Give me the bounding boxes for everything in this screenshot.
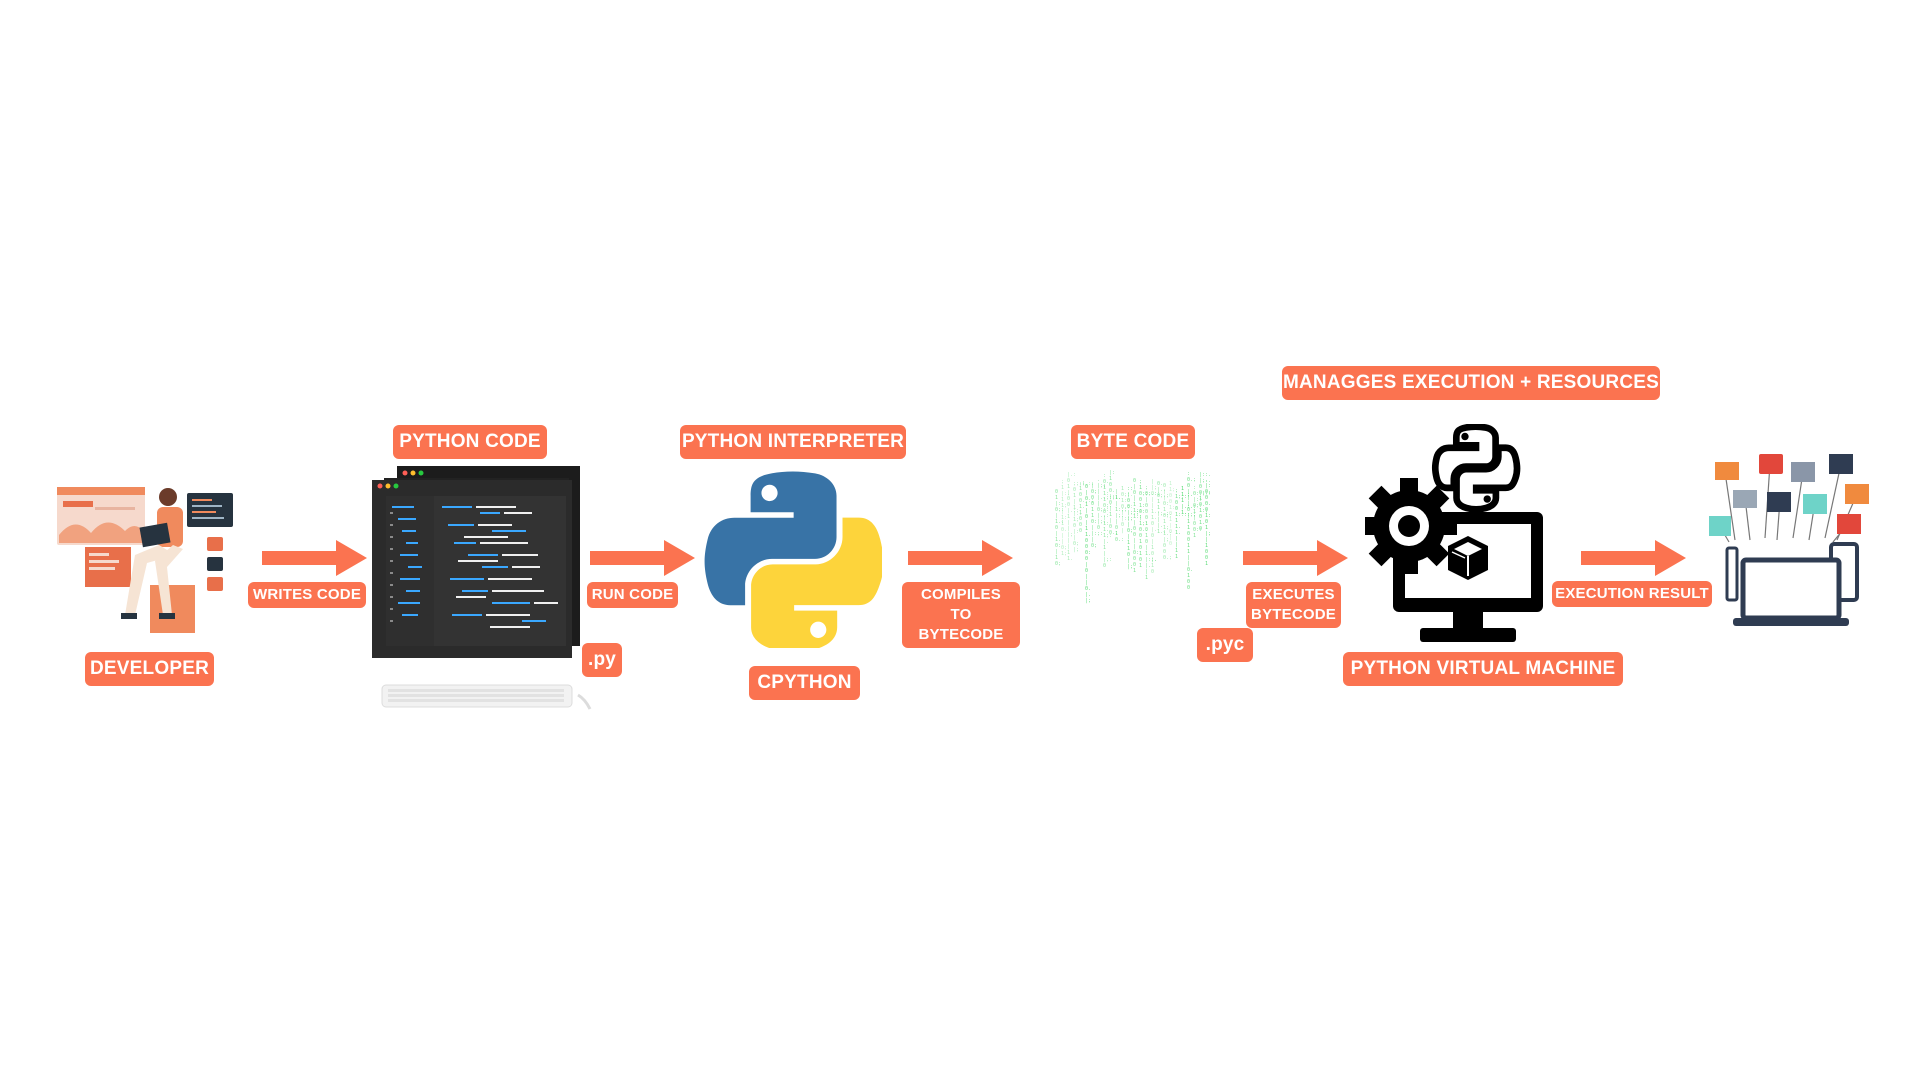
gear-icon <box>1365 478 1457 574</box>
compiles-to-bytecode-label: COMPILES TO BYTECODE <box>902 582 1020 648</box>
matrix-column: ;1|:.11;|1:10.||0;1; <box>1061 479 1071 557</box>
executes-line-1: EXECUTES <box>1252 586 1335 603</box>
executes-bytecode-label: EXECUTES BYTECODE <box>1246 582 1341 628</box>
matrix-column: 0||0:10;:11;1.:|;000.; <box>1163 483 1173 561</box>
matrix-column: |:100.|:;0|1|00.; <box>1109 470 1119 536</box>
python-outline-icon <box>1431 424 1521 513</box>
developer-illustration <box>55 485 235 635</box>
arrow-compiles <box>908 540 1013 576</box>
matrix-column: |::.;.|;..;00:;;10.1:;01.0 <box>1199 472 1211 532</box>
executes-line-2: BYTECODE <box>1251 606 1336 623</box>
execution-result-label: EXECUTION RESULT <box>1552 581 1712 607</box>
arrow-execution-result <box>1581 540 1686 576</box>
matrix-column: :0.;0|||0|110011||0.100 <box>1187 471 1197 591</box>
developer-label: DEVELOPER <box>85 652 214 686</box>
matrix-column: 0|0|11::1::|00||0:001 <box>1133 478 1143 574</box>
matrix-column: |0;00110:||:;:|0; <box>1091 483 1104 549</box>
compiles-line-2: BYTECODE <box>918 626 1004 643</box>
matrix-column: ;0|0001010|1.|:;.|.|1 <box>1145 485 1158 581</box>
matrix-column: 01|:0;:|1.:0|1.0:|10; <box>1055 489 1065 567</box>
writes-code-label: WRITES CODE <box>248 582 366 608</box>
cube-icon <box>1448 536 1488 580</box>
py-extension-label: .py <box>582 643 622 677</box>
matrix-column: ||;0||1..1.0|.0|10|.10 <box>1151 479 1161 575</box>
byte-code-label: BYTE CODE <box>1071 425 1195 459</box>
python-code-label: PYTHON CODE <box>393 425 547 459</box>
devices-icon <box>1705 450 1875 630</box>
manages-execution-label: MANAGGES EXECUTION + RESOURCES <box>1282 366 1660 400</box>
pvm-label: PYTHON VIRTUAL MACHINE <box>1343 652 1623 686</box>
arrow-executes <box>1243 540 1348 576</box>
cpython-label: CPYTHON <box>749 666 860 700</box>
bytecode-matrix-icon: 01|:0;:|1.:0|1.0:|10;;1|:.11;|1:10.||0;1… <box>1055 470 1211 638</box>
code-editor-icon <box>372 466 580 658</box>
arrow-writes-code <box>262 540 367 576</box>
matrix-column: :0.11:10;:0|1:1.1;:|.1||;:0 <box>1103 473 1113 569</box>
python-logo-icon <box>704 470 882 648</box>
pyc-extension-label: .pyc <box>1197 628 1253 662</box>
arrow-run-code <box>590 540 695 576</box>
matrix-column: 0|01|0|11.000:0|0||0.|.|; <box>1085 484 1092 604</box>
keyboard-icon <box>380 683 595 711</box>
run-code-label: RUN CODE <box>587 582 678 608</box>
matrix-column: .|:.0.00..01:01|;::.|1001 <box>1205 477 1211 567</box>
compiles-line-1: COMPILES TO <box>921 586 1001 623</box>
python-interpreter-label: PYTHON INTERPRETER <box>680 425 906 459</box>
matrix-column: 11;001::01|0|0 <box>1169 481 1179 547</box>
pvm-illustration <box>1365 424 1550 646</box>
